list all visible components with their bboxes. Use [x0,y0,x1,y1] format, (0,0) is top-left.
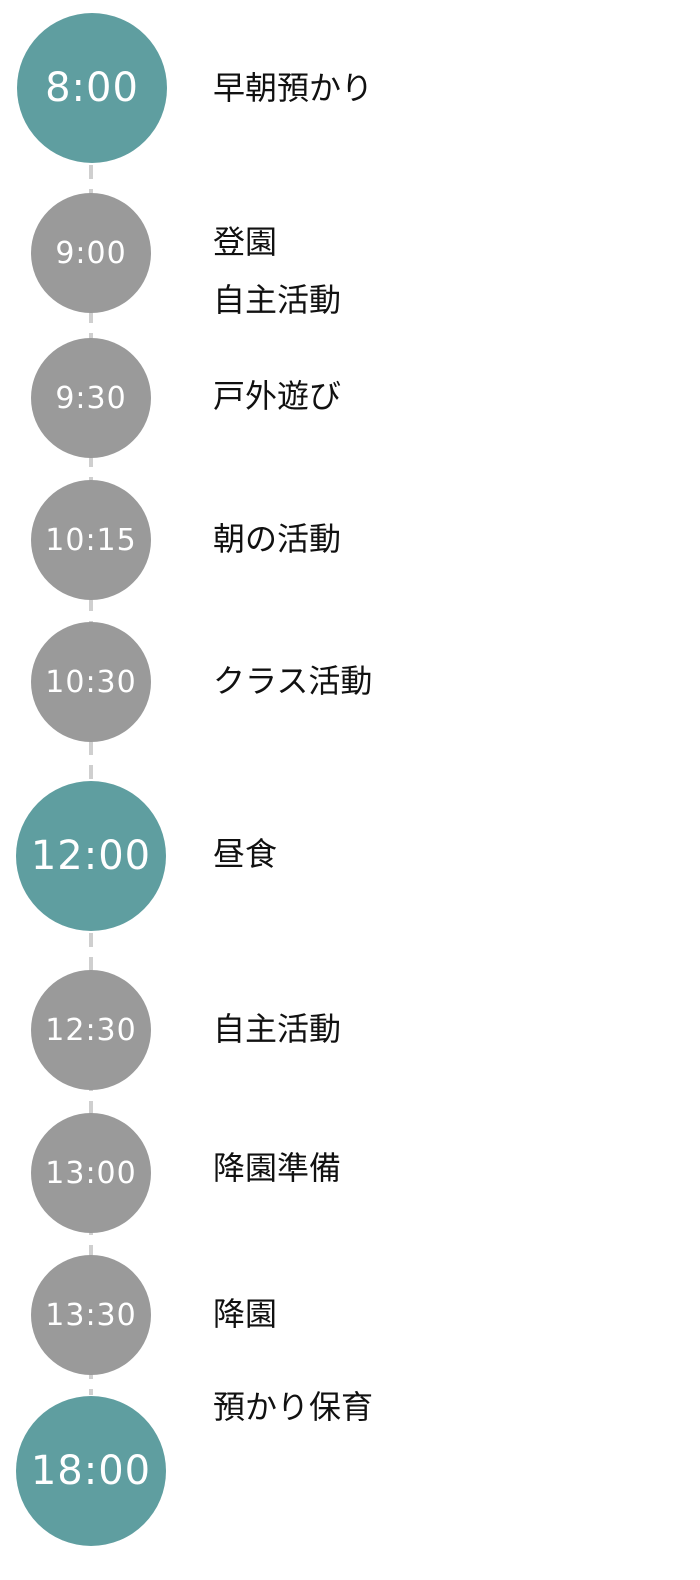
time-label: 13:30 [45,1297,137,1333]
timeline-connector-line [89,165,93,1395]
activity-label: 預かり保育 [213,1378,373,1436]
time-label: 13:00 [45,1155,137,1191]
time-label: 10:15 [45,522,137,558]
time-circle-9-30: 9:30 [31,338,151,458]
time-label: 18:00 [30,1448,152,1494]
time-circle-8-00: 8:00 [17,13,167,163]
time-label: 9:30 [55,380,127,416]
activity-label: 朝の活動 [213,510,341,568]
time-circle-12-30: 12:30 [31,970,151,1090]
time-label: 12:00 [30,833,152,879]
activity-text: 自主活動 [213,281,342,319]
activity-text: 降園準備 [213,1149,342,1187]
time-circle-12-00: 12:00 [16,781,166,931]
time-circle-13-30: 13:30 [31,1255,151,1375]
time-circle-18-00: 18:00 [16,1396,166,1546]
activity-text: 昼食 [213,835,278,873]
time-circle-9-00: 9:00 [31,193,151,313]
activity-text: 早朝預かり [213,69,374,107]
time-circle-10-15: 10:15 [31,480,151,600]
time-label: 8:00 [45,65,139,111]
time-circle-13-00: 13:00 [31,1113,151,1233]
activity-label: 自主活動 [213,1000,341,1058]
activity-label: 登園 自主活動 [213,213,341,329]
activity-label: 昼食 [213,825,277,883]
activity-label: 降園準備 [213,1139,341,1197]
activity-text: 登園 [213,223,278,261]
time-label: 12:30 [45,1012,137,1048]
activity-label: 戸外遊び [213,367,341,425]
activity-label: 降園 [213,1285,277,1343]
activity-text: 自主活動 [213,1010,342,1048]
activity-text: 戸外遊び [213,377,342,415]
time-circle-10-30: 10:30 [31,622,151,742]
time-label: 10:30 [45,664,137,700]
activity-text: 朝の活動 [213,520,342,558]
activity-text: クラス活動 [213,662,373,700]
activity-text: 降園 [213,1295,278,1333]
activity-label: 早朝預かり [213,59,373,117]
time-label: 9:00 [55,235,127,271]
activity-label: クラス活動 [213,652,372,710]
activity-text: 預かり保育 [213,1388,374,1426]
